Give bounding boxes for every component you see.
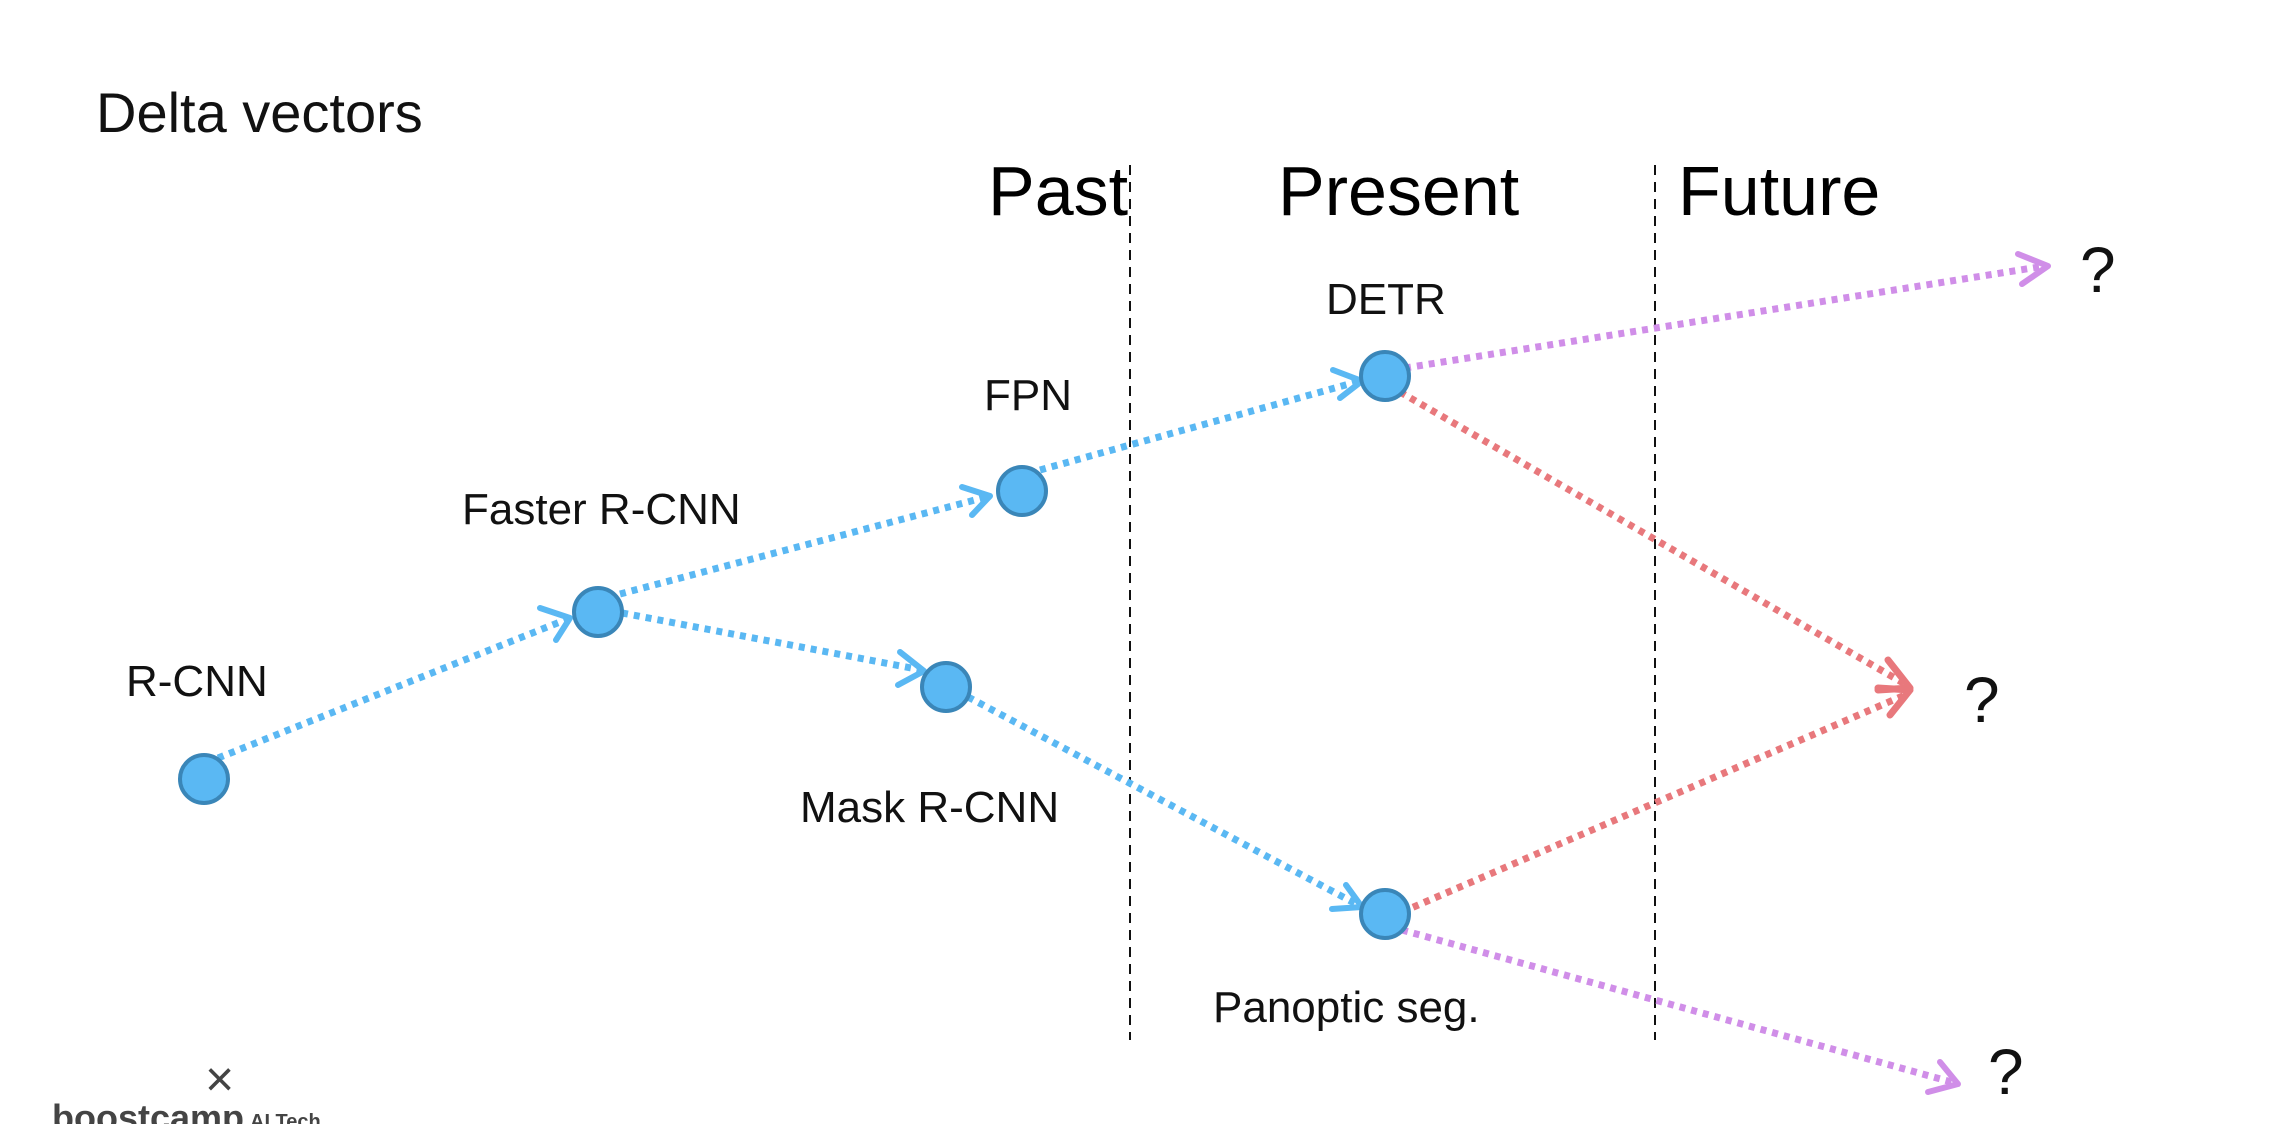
label-mask-rcnn: Mask R-CNN	[800, 783, 1059, 832]
arrow-detr-to-middle	[1398, 388, 1907, 688]
node-rcnn	[178, 753, 230, 805]
arrow-panoptic-to-bottom	[1401, 926, 1956, 1087]
label-detr: DETR	[1326, 275, 1446, 324]
arrow-rcnn-to-faster	[216, 614, 572, 762]
unknown-top: ?	[2080, 234, 2116, 306]
label-fpn: FPN	[984, 371, 1072, 420]
arrow-fpn-to-detr	[1039, 377, 1361, 474]
column-future: Future	[1678, 152, 1880, 230]
arrowhead-panoptic	[1329, 882, 1365, 912]
slide-title: Delta vectors	[96, 81, 423, 144]
arrow-mask-to-panoptic	[966, 693, 1362, 910]
arrow-faster-to-mask	[621, 609, 923, 674]
node-detr	[1359, 350, 1411, 402]
arrow-detr-to-top	[1404, 262, 2046, 372]
label-panoptic: Panoptic seg.	[1213, 983, 1480, 1032]
arrowhead-fpn	[959, 484, 993, 518]
node-panoptic	[1359, 888, 1411, 940]
arrow-panoptic-to-middle	[1400, 691, 1907, 916]
arrowhead-purple-top	[2015, 251, 2051, 287]
label-faster-rcnn: Faster R-CNN	[462, 485, 741, 534]
node-fpn	[996, 465, 1048, 517]
arrowhead-detr	[1330, 367, 1365, 401]
logo-text: boostcamp	[52, 1097, 244, 1124]
close-icon: ×	[205, 1051, 234, 1107]
arrowhead-mask	[895, 649, 927, 688]
node-faster-rcnn	[572, 586, 624, 638]
arrow-faster-to-fpn	[619, 492, 991, 598]
arrowhead-purple-bottom	[1925, 1059, 1961, 1095]
arrowhead-red-bottom	[1874, 684, 1914, 719]
label-rcnn: R-CNN	[126, 657, 268, 706]
unknown-bottom: ?	[1988, 1036, 2024, 1108]
arrowhead-faster	[537, 605, 573, 643]
column-present: Present	[1278, 152, 1519, 230]
node-mask-rcnn	[920, 661, 972, 713]
column-past: Past	[988, 152, 1128, 230]
logo-subtext: AI Tech	[250, 1111, 321, 1124]
unknown-middle: ?	[1964, 664, 2000, 736]
